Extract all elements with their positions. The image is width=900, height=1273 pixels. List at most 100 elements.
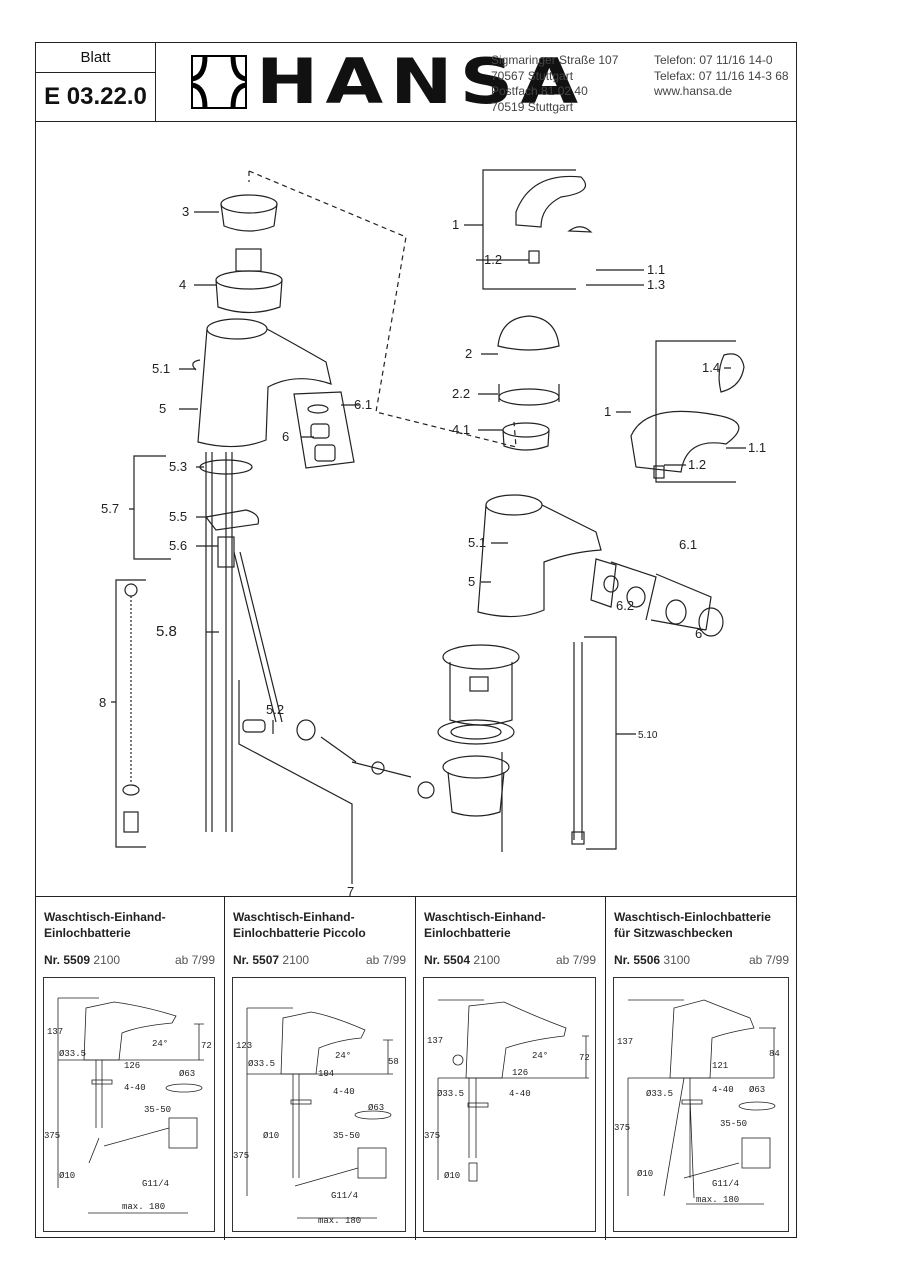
product-variants: Waschtisch-Einhand-Einlochbatterie Nr. 5… bbox=[36, 896, 796, 1240]
contact-block: Telefon: 07 11/16 14-0 Telefax: 07 11/16… bbox=[654, 53, 789, 100]
product-number: Nr. 5509 2100 bbox=[44, 953, 121, 967]
label-5-3: 5.3 bbox=[169, 459, 187, 474]
product-number: Nr. 5507 2100 bbox=[233, 953, 310, 967]
svg-text:Ø10: Ø10 bbox=[263, 1131, 279, 1141]
svg-text:104: 104 bbox=[318, 1069, 334, 1079]
part-7-bracket bbox=[238, 680, 353, 874]
part-4-cartridge bbox=[215, 279, 283, 314]
product-card: Waschtisch-Einhand-Einlochbatterie Nr. 5… bbox=[36, 897, 225, 1240]
label-6-1-right: 6.1 bbox=[679, 537, 697, 552]
svg-text:4-40: 4-40 bbox=[124, 1083, 146, 1093]
exploded-view-drawing: 3 4 5.1 5 6.1 6 5.3 5.7 5.5 5.6 5.8 5.2 … bbox=[36, 122, 796, 896]
label-5: 5 bbox=[159, 401, 166, 416]
svg-text:72: 72 bbox=[579, 1053, 590, 1063]
part-1-4-cover bbox=[718, 353, 745, 393]
svg-text:max. 180: max. 180 bbox=[696, 1195, 739, 1205]
label-1-2-top: 1.2 bbox=[484, 252, 502, 267]
part-labels: 3 4 5.1 5 6.1 6 5.3 5.7 5.5 5.6 5.8 5.2 … bbox=[99, 204, 766, 896]
sheet-number: E 03.22.0 bbox=[44, 83, 147, 110]
part-6-box bbox=[293, 391, 355, 469]
phone: Telefon: 07 11/16 14-0 bbox=[654, 53, 773, 67]
fax: Telefax: 07 11/16 14-3 68 bbox=[654, 68, 789, 83]
svg-text:24°: 24° bbox=[152, 1039, 168, 1049]
product-title: Waschtisch-Einhand-Einlochbatterie bbox=[424, 910, 546, 940]
label-5-5: 5.5 bbox=[169, 509, 187, 524]
address-line: Postfach 81 02 40 bbox=[491, 84, 588, 98]
brand-wordmark: HANSA bbox=[256, 45, 586, 118]
product-date: ab 7/99 bbox=[174, 953, 215, 967]
address-block: Sigmaringer Straße 107 70567 Stuttgart P… bbox=[491, 53, 618, 115]
svg-text:Ø63: Ø63 bbox=[179, 1069, 195, 1079]
label-1-3: 1.3 bbox=[647, 277, 665, 292]
svg-text:375: 375 bbox=[614, 1123, 630, 1133]
product-number: Nr. 5506 3100 bbox=[614, 953, 691, 967]
label-5-1: 5.1 bbox=[152, 361, 170, 376]
product-title: Waschtisch-Einhand-Einlochbatterie Picco… bbox=[233, 910, 366, 940]
label-5-10: 5.10 bbox=[638, 730, 658, 741]
label-6-1: 6.1 bbox=[354, 397, 372, 412]
svg-text:Ø63: Ø63 bbox=[368, 1103, 384, 1113]
svg-text:G11/4: G11/4 bbox=[712, 1179, 739, 1189]
svg-text:137: 137 bbox=[427, 1036, 443, 1046]
label-1-top: 1 bbox=[452, 217, 459, 232]
svg-text:4-40: 4-40 bbox=[509, 1089, 531, 1099]
label-5-6: 5.6 bbox=[169, 538, 187, 553]
part-3-ring bbox=[220, 194, 278, 214]
product-date: ab 7/99 bbox=[365, 953, 406, 967]
label-2: 2 bbox=[465, 346, 472, 361]
supply-pipes bbox=[205, 452, 233, 832]
spec-sheet: Blatt E 03.22.0 HANSA Sigmaringer Straße… bbox=[35, 42, 797, 1240]
svg-text:137: 137 bbox=[617, 1037, 633, 1047]
label-5-7: 5.7 bbox=[101, 501, 119, 516]
svg-text:375: 375 bbox=[44, 1131, 60, 1141]
header: Blatt E 03.22.0 HANSA Sigmaringer Straße… bbox=[36, 43, 796, 122]
svg-text:35-50: 35-50 bbox=[333, 1131, 360, 1141]
dimension-drawing: 137 Ø33.5 84 121 4-40 Ø63 35-50 375 Ø10 … bbox=[613, 977, 789, 1232]
svg-text:84: 84 bbox=[769, 1049, 780, 1059]
address-line: 70519 Stuttgart bbox=[491, 99, 574, 114]
label-4: 4 bbox=[179, 277, 186, 292]
part-5-body bbox=[197, 328, 332, 448]
part-5-body-right bbox=[477, 504, 602, 618]
svg-text:58: 58 bbox=[388, 1057, 399, 1067]
svg-text:126: 126 bbox=[512, 1068, 528, 1078]
drain-plug bbox=[442, 644, 520, 670]
label-4-1: 4.1 bbox=[452, 422, 470, 437]
label-1-right: 1 bbox=[604, 404, 611, 419]
website-link[interactable]: www.hansa.de bbox=[654, 84, 733, 98]
part-5-10-hose bbox=[573, 642, 583, 840]
svg-text:126: 126 bbox=[124, 1061, 140, 1071]
dimension-drawing: 137 Ø33.5 24° 72 126 4-40 375 Ø10 bbox=[423, 977, 596, 1232]
dimension-drawing: 137 Ø33.5 24° 72 126 4-40 Ø63 35-50 375 … bbox=[43, 977, 215, 1232]
guide-line bbox=[248, 170, 517, 448]
label-2-2: 2.2 bbox=[452, 386, 470, 401]
label-1-1-top: 1.1 bbox=[647, 262, 665, 277]
svg-text:G11/4: G11/4 bbox=[331, 1191, 358, 1201]
label-6-right: 6 bbox=[695, 626, 702, 641]
svg-text:Ø10: Ø10 bbox=[444, 1171, 460, 1181]
svg-text:G11/4: G11/4 bbox=[142, 1179, 169, 1189]
svg-text:4-40: 4-40 bbox=[333, 1087, 355, 1097]
svg-text:Ø33.5: Ø33.5 bbox=[248, 1059, 275, 1069]
svg-text:72: 72 bbox=[201, 1041, 212, 1051]
svg-text:121: 121 bbox=[712, 1061, 728, 1071]
product-card: Waschtisch-Einhand-Einlochbatterie Picco… bbox=[225, 897, 416, 1240]
svg-text:max. 180: max. 180 bbox=[122, 1202, 165, 1212]
label-1-1-right: 1.1 bbox=[748, 440, 766, 455]
svg-text:35-50: 35-50 bbox=[144, 1105, 171, 1115]
svg-text:4-40: 4-40 bbox=[712, 1085, 734, 1095]
svg-text:123: 123 bbox=[236, 1041, 252, 1051]
product-date: ab 7/99 bbox=[555, 953, 596, 967]
dimension-drawing: 123 Ø33.5 24° 58 104 4-40 Ø63 35-50 375 … bbox=[232, 977, 406, 1232]
svg-text:24°: 24° bbox=[532, 1051, 548, 1061]
svg-text:Ø33.5: Ø33.5 bbox=[59, 1049, 86, 1059]
product-title: Waschtisch-Einhand-Einlochbatterie bbox=[44, 910, 166, 940]
label-6: 6 bbox=[282, 429, 289, 444]
label-6-2: 6.2 bbox=[616, 598, 634, 613]
svg-text:Ø10: Ø10 bbox=[637, 1169, 653, 1179]
address-line: 70567 Stuttgart bbox=[491, 68, 574, 83]
label-7: 7 bbox=[347, 884, 354, 896]
label-3: 3 bbox=[182, 204, 189, 219]
